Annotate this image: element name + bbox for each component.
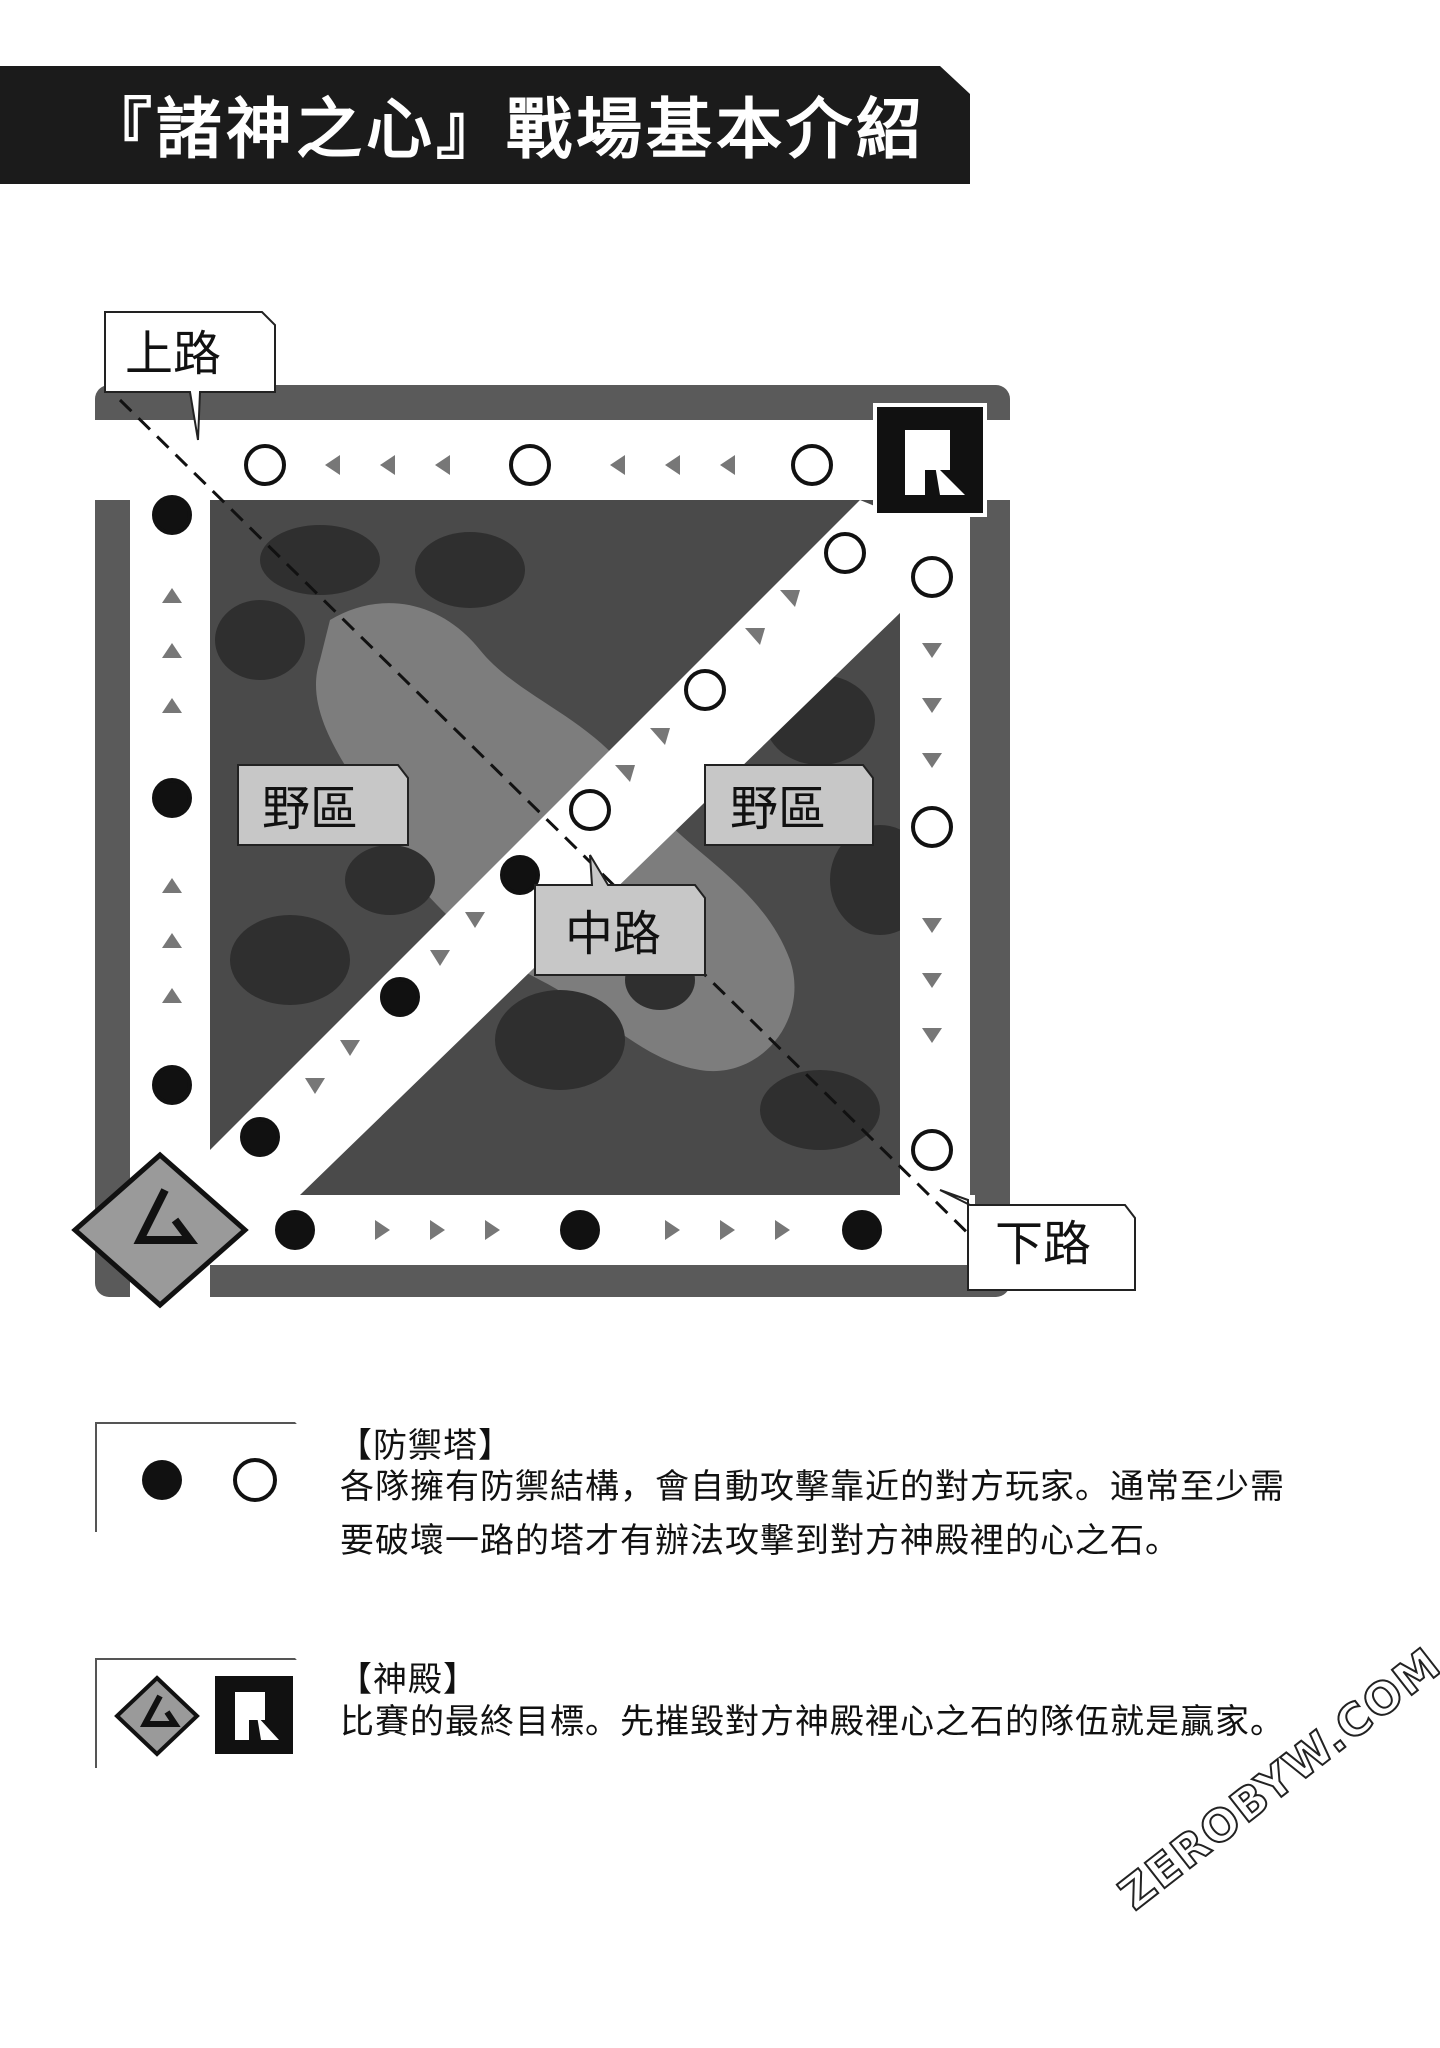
divider-line [118, 398, 987, 1252]
square-emblem-icon [215, 1676, 293, 1754]
label-bottom-lane: 下路 [939, 1189, 1136, 1291]
tower-filled [380, 977, 420, 1017]
bottom-lane-label: 下路 [995, 1216, 1091, 1272]
tower-filled [152, 495, 192, 535]
tree-cluster [415, 532, 525, 608]
temple-legend-icons [114, 1675, 293, 1757]
tower-description: 各隊擁有防禦結構，會自動攻擊靠近的對方玩家。通常至少需要破壞一路的塔才有辦法攻擊… [340, 1467, 1285, 1561]
tower-filled [275, 1210, 315, 1250]
tower-open [824, 532, 866, 574]
jungle-left-label: 野區 [262, 781, 358, 837]
mid-lane-label: 中路 [565, 906, 661, 962]
diamond-emblem-icon [114, 1675, 200, 1757]
tower-open [569, 789, 611, 831]
tower-open [791, 444, 833, 486]
mid-lane [210, 500, 970, 1195]
battlefield-map: 上路 野區 野區 中路 下路 [71, 311, 1136, 1309]
tower-open [684, 669, 726, 711]
jungle-right-label: 野區 [730, 781, 826, 837]
label-jungle-left: 野區 [237, 764, 409, 846]
tower-open [911, 1129, 953, 1171]
tower-filled [842, 1210, 882, 1250]
label-mid-lane: 中路 [534, 854, 706, 976]
temple-heading: 【神殿】 [338, 1660, 478, 1700]
lanes [95, 420, 1010, 1297]
diamond-emblem-icon [133, 1188, 198, 1244]
tree-cluster [760, 1070, 880, 1150]
towers [152, 444, 953, 1250]
title-banner [0, 66, 970, 184]
square-emblem-icon [905, 430, 950, 495]
label-jungle-right: 野區 [704, 764, 874, 846]
temple-legend-box [95, 1658, 317, 1768]
temple-team-a [71, 1151, 249, 1309]
tree-cluster [230, 915, 350, 1005]
tree-cluster [215, 600, 305, 680]
tower-open [911, 806, 953, 848]
black-circle-icon [142, 1460, 182, 1500]
temple-team-b [873, 403, 987, 517]
watermark: ZEROBYW.COM [1109, 1637, 1440, 1921]
tower-legend-box [95, 1422, 317, 1532]
tower-heading: 【防禦塔】 [338, 1426, 513, 1466]
lane-arrows [162, 455, 942, 1240]
tower-filled [152, 778, 192, 818]
tree-cluster [345, 845, 435, 915]
page-title: 『諸神之心』戰場基本介紹 [86, 90, 926, 168]
tower-open [509, 444, 551, 486]
top-lane-label: 上路 [125, 326, 221, 382]
temple-description: 比賽的最終目標。先摧毀對方神殿裡心之石的隊伍就是贏家。 [340, 1702, 1285, 1742]
tower-open [911, 556, 953, 598]
tower-filled [500, 855, 540, 895]
tower-open [244, 444, 286, 486]
tree-cluster [260, 525, 380, 595]
tree-cluster [495, 990, 625, 1090]
tower-legend-icons [142, 1458, 277, 1502]
tower-filled [152, 1065, 192, 1105]
tower-filled [240, 1117, 280, 1157]
label-top-lane: 上路 [104, 311, 276, 441]
tower-filled [560, 1210, 600, 1250]
white-circle-icon [233, 1458, 277, 1502]
left-lane [130, 420, 210, 1297]
